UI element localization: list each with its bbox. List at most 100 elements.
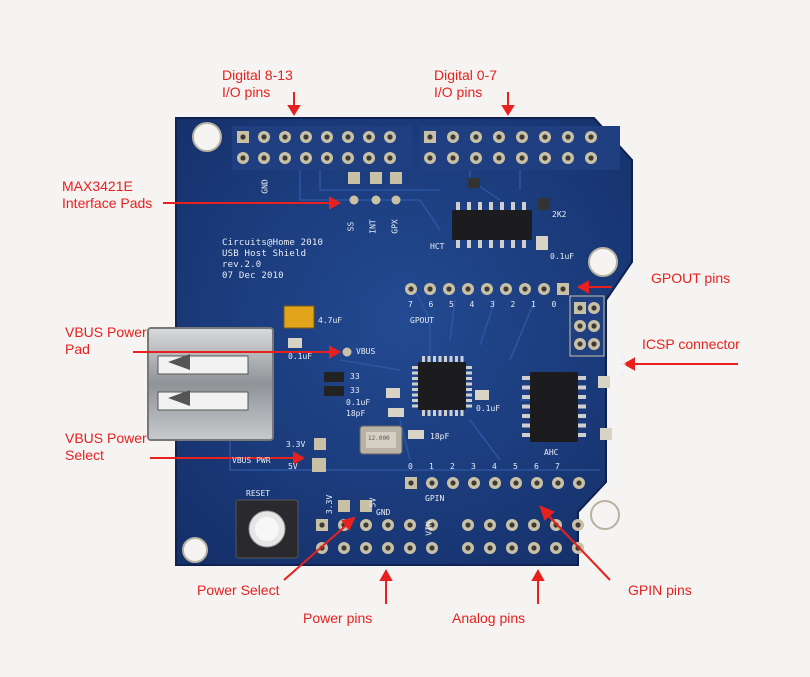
label-analog-pins: Analog pins <box>452 610 526 626</box>
pad-hole <box>429 545 435 551</box>
pad-hole <box>385 545 391 551</box>
pad-hole <box>446 286 452 292</box>
silk-33b: 33 <box>350 386 360 395</box>
cap-0-1uf-vbus <box>288 338 302 348</box>
mounting-holes <box>182 122 620 563</box>
resistor-2k2 <box>538 198 550 210</box>
silk-int: INT <box>368 219 378 234</box>
pin-number: 6 <box>428 300 434 309</box>
silk-gpout: GPOUT <box>410 316 435 325</box>
silk-5v: 5V <box>288 462 298 471</box>
ic-pin <box>455 410 458 416</box>
silk-4-7uf: 4.7uF <box>318 316 343 325</box>
pads-power <box>316 519 438 554</box>
ic-pin <box>438 410 442 416</box>
pad-hole <box>588 155 594 161</box>
cap-18pf-a <box>388 408 404 417</box>
pad-hole <box>363 522 369 528</box>
silk-power-5v: 5V <box>368 497 378 508</box>
ic-pin <box>578 395 586 399</box>
ic-pin <box>478 202 482 210</box>
silk-cap-top: 0.1uF <box>550 252 575 261</box>
pad-hole <box>385 522 391 528</box>
ic-pin <box>427 356 431 362</box>
pin-number: 7 <box>555 462 560 471</box>
ic-pin <box>460 410 464 416</box>
pin-number: 3 <box>490 300 495 309</box>
pin-number: 5 <box>449 300 454 309</box>
reset-button <box>235 499 299 559</box>
ic-pin <box>466 366 472 369</box>
pad-hole <box>577 341 583 347</box>
ic-pin <box>444 410 447 416</box>
label-gpout: GPOUT pins <box>651 270 731 286</box>
pad-hole <box>575 522 581 528</box>
pin-number: 2 <box>510 300 516 309</box>
pad-hole <box>519 155 525 161</box>
cap-4-7uf <box>283 305 315 329</box>
pad-hole <box>565 155 571 161</box>
ic-pin <box>412 371 418 375</box>
pad-hole <box>560 286 566 292</box>
cap-0-1uf-mid <box>386 388 400 398</box>
pad-hole <box>555 480 561 486</box>
pad-hole <box>513 480 519 486</box>
resistor-33a <box>324 372 344 382</box>
ic-pin <box>478 240 482 248</box>
ic-pin <box>449 356 453 362</box>
silk-gnd-top: GND <box>260 179 270 194</box>
label-power-select: Power Select <box>197 582 280 598</box>
pad-hole <box>588 134 594 140</box>
pad-hole <box>534 480 540 486</box>
pad-hole <box>240 134 246 140</box>
ic-pin <box>412 377 418 380</box>
ic-pin <box>422 356 425 362</box>
pin-number: 1 <box>429 462 434 471</box>
pad-hole <box>591 323 597 329</box>
pad-hole <box>542 155 548 161</box>
silk-reset: RESET <box>246 489 271 498</box>
pad-hole <box>553 545 559 551</box>
ic-pin <box>456 202 460 210</box>
silk-crystal: 12.000 <box>368 435 390 442</box>
pin-number: 4 <box>469 300 475 309</box>
ic-pin <box>522 376 530 380</box>
pad-hole <box>496 134 502 140</box>
ic-pin <box>422 410 425 416</box>
pad-hole <box>345 155 351 161</box>
pad-hole <box>450 134 456 140</box>
ic-pin <box>466 399 472 402</box>
silk-ss: SS <box>346 221 356 232</box>
ic-pin <box>522 395 530 399</box>
vbus-pad <box>342 347 352 357</box>
smd-part-right <box>600 428 612 440</box>
pad-hole <box>407 545 413 551</box>
pad-hole <box>429 480 435 486</box>
pin-number: 5 <box>513 462 518 471</box>
board-title: Circuits@Home 2010 USB Host Shield rev.2… <box>222 238 324 281</box>
silk-cap-vbus: 0.1uF <box>288 352 313 361</box>
ic-pin <box>466 393 472 397</box>
ic-pin <box>578 423 586 428</box>
ic-pin <box>522 404 530 409</box>
label-icsp: ICSP connector <box>642 336 740 352</box>
pads-analog <box>462 519 584 554</box>
silk-2k2: 2K2 <box>552 210 567 219</box>
ic-pin <box>522 385 530 390</box>
crystal-12mhz <box>359 425 403 455</box>
pad-hole <box>487 545 493 551</box>
ic-pin <box>427 410 431 416</box>
annotation-arrows <box>133 92 738 604</box>
ic-pin <box>412 366 418 369</box>
ahc-ic <box>522 372 586 442</box>
label-power-pins: Power pins <box>303 610 373 626</box>
pad-hole <box>387 155 393 161</box>
pad-hole <box>484 286 490 292</box>
ic-pin <box>438 356 442 362</box>
ic-pin <box>433 410 436 416</box>
ic-pin <box>444 356 447 362</box>
